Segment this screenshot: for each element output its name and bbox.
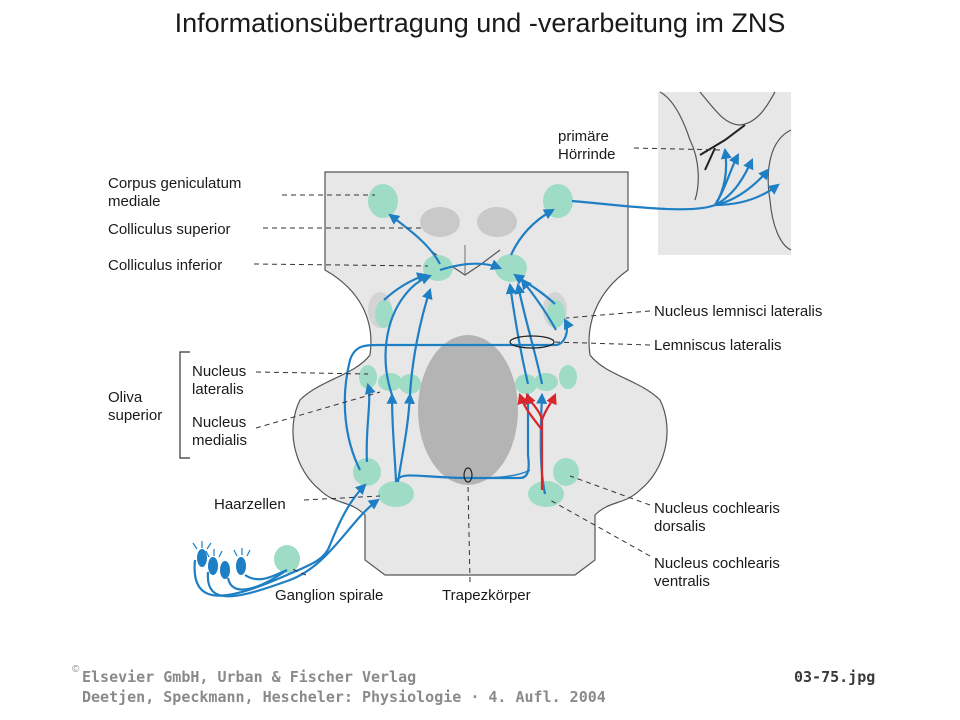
mso-left [378, 373, 402, 391]
oliva-bracket [179, 351, 190, 459]
ncd-left [353, 458, 381, 486]
red-pathways [517, 392, 557, 490]
ncd-right [553, 458, 579, 486]
label-cgm-2: mediale [108, 193, 161, 210]
label-ncv-2: ventralis [654, 573, 710, 590]
label-nucleus-lemnisci: Nucleus lemnisci lateralis [654, 303, 822, 320]
ncv-right [528, 481, 564, 507]
label-colliculus-superior: Colliculus superior [108, 221, 231, 238]
label-oliva-2: superior [108, 407, 162, 424]
label-ganglion: Ganglion spirale [275, 587, 383, 604]
pathways [193, 147, 780, 598]
lso-right-a [515, 374, 537, 394]
nuclei [274, 184, 579, 573]
cgm-left [368, 184, 398, 218]
label-nucleus-medialis-2: medialis [192, 432, 247, 449]
label-ncd-2: dorsalis [654, 518, 706, 535]
label-lemniscus: Lemniscus lateralis [654, 337, 782, 354]
nucleus-lemnisci-left [375, 300, 393, 328]
ganglion-spirale [274, 545, 300, 573]
labels: primäre Hörrinde Corpus geniculatum medi… [108, 128, 822, 604]
hair-cells [192, 541, 251, 579]
leader-lines [253, 147, 723, 583]
label-nucleus-lateralis-1: Nucleus [192, 363, 246, 380]
label-colliculus-inferior: Colliculus inferior [108, 257, 222, 274]
label-haarzellen: Haarzellen [214, 496, 286, 513]
page-title: Informationsübertragung und -verarbeitun… [174, 8, 786, 38]
label-oliva-1: Oliva [108, 389, 143, 406]
ncv-left [378, 481, 414, 507]
label-cortex-1: primäre [558, 128, 609, 145]
footer-book: Deetjen, Speckmann, Hescheler: Physiolog… [82, 688, 606, 706]
label-cgm-1: Corpus geniculatum [108, 175, 241, 192]
label-nucleus-lateralis-2: lateralis [192, 381, 244, 398]
label-nucleus-medialis-1: Nucleus [192, 414, 246, 431]
mso-right [534, 373, 558, 391]
footer-file: 03-75.jpg [794, 668, 876, 686]
lemniscus-marker [509, 335, 555, 349]
label-ncv-1: Nucleus cochlearis [654, 555, 780, 572]
nucleus-lemnisci-right [547, 300, 565, 328]
cortex-inset [658, 91, 792, 255]
label-ncd-1: Nucleus cochlearis [654, 500, 780, 517]
footer-copyright-symbol: © [72, 664, 80, 675]
trapez-marker [463, 467, 473, 483]
label-trapez: Trapezkörper [442, 587, 531, 604]
lso-right-b [559, 365, 577, 389]
footer-publisher: Elsevier GmbH, Urban & Fischer Verlag [82, 668, 417, 686]
label-cortex-2: Hörrinde [558, 146, 616, 163]
